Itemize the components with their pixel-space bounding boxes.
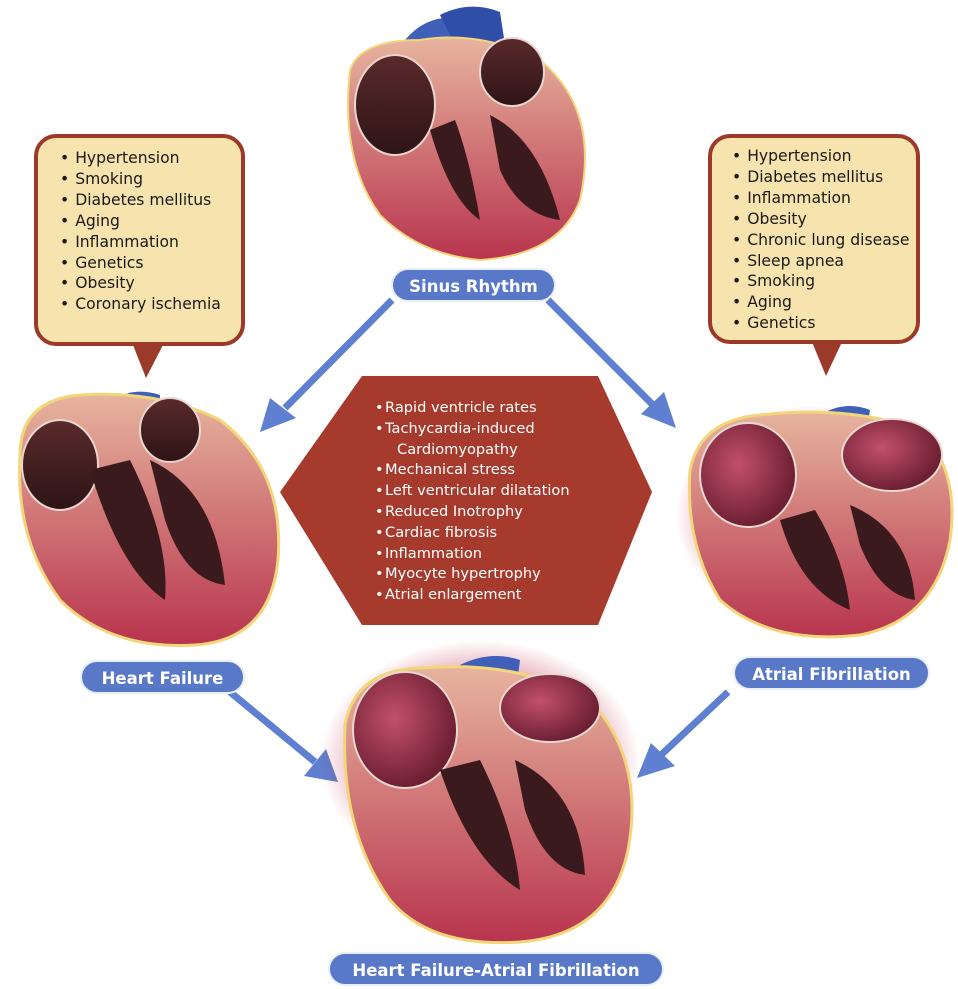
list-item: Inflammation <box>375 544 625 565</box>
list-item: Cardiomyopathy <box>375 440 625 461</box>
mechanisms-list: Rapid ventricle rates Tachycardia-induce… <box>375 398 625 606</box>
list-item: Genetics <box>60 253 227 274</box>
list-item: Diabetes mellitus <box>60 190 227 211</box>
hf-risk-factors-callout: Hypertension Smoking Diabetes mellitus A… <box>34 134 245 346</box>
list-item: Hypertension <box>732 146 902 167</box>
list-item: Rapid ventricle rates <box>375 398 625 419</box>
af-risk-factors-callout: Hypertension Diabetes mellitus Inflammat… <box>708 134 920 344</box>
list-item: Inflammation <box>732 188 902 209</box>
heart-hfaf-image <box>320 640 640 943</box>
list-item: Tachycardia-induced <box>375 419 625 440</box>
list-item: Smoking <box>732 271 902 292</box>
list-item: Mechanical stress <box>375 460 625 481</box>
list-item: Cardiac fibrosis <box>375 523 625 544</box>
af-callout-tail <box>812 342 842 376</box>
list-item: Chronic lung disease <box>732 230 902 251</box>
heart-sinus-rhythm <box>348 7 585 260</box>
af-risk-factors-list: Hypertension Diabetes mellitus Inflammat… <box>732 146 902 334</box>
sinus-rhythm-label: Sinus Rhythm <box>391 268 556 302</box>
hf-af-label: Heart Failure-Atrial Fibrillation <box>328 952 664 986</box>
arrow-af-to-hfaf <box>662 692 728 754</box>
heart-af-image <box>675 405 955 637</box>
hf-callout-tail <box>133 345 163 378</box>
list-item: Aging <box>60 211 227 232</box>
heart-failure-image <box>20 392 279 646</box>
list-item: Myocyte hypertrophy <box>375 564 625 585</box>
list-item: Sleep apnea <box>732 251 902 272</box>
heart-failure-label: Heart Failure <box>80 660 245 694</box>
atrial-fibrillation-label: Atrial Fibrillation <box>733 656 930 690</box>
list-item: Reduced Inotrophy <box>375 502 625 523</box>
hf-risk-factors-list: Hypertension Smoking Diabetes mellitus A… <box>60 148 227 315</box>
list-item: Genetics <box>732 313 902 334</box>
list-item: Hypertension <box>60 148 227 169</box>
list-item: Inflammation <box>60 232 227 253</box>
list-item: Atrial enlargement <box>375 585 625 606</box>
list-item: Obesity <box>60 273 227 294</box>
list-item: Diabetes mellitus <box>732 167 902 188</box>
list-item: Coronary ischemia <box>60 294 227 315</box>
list-item: Left ventricular dilatation <box>375 481 625 502</box>
arrow-hf-to-hfaf <box>230 692 315 762</box>
list-item: Obesity <box>732 209 902 230</box>
list-item: Smoking <box>60 169 227 190</box>
list-item: Aging <box>732 292 902 313</box>
